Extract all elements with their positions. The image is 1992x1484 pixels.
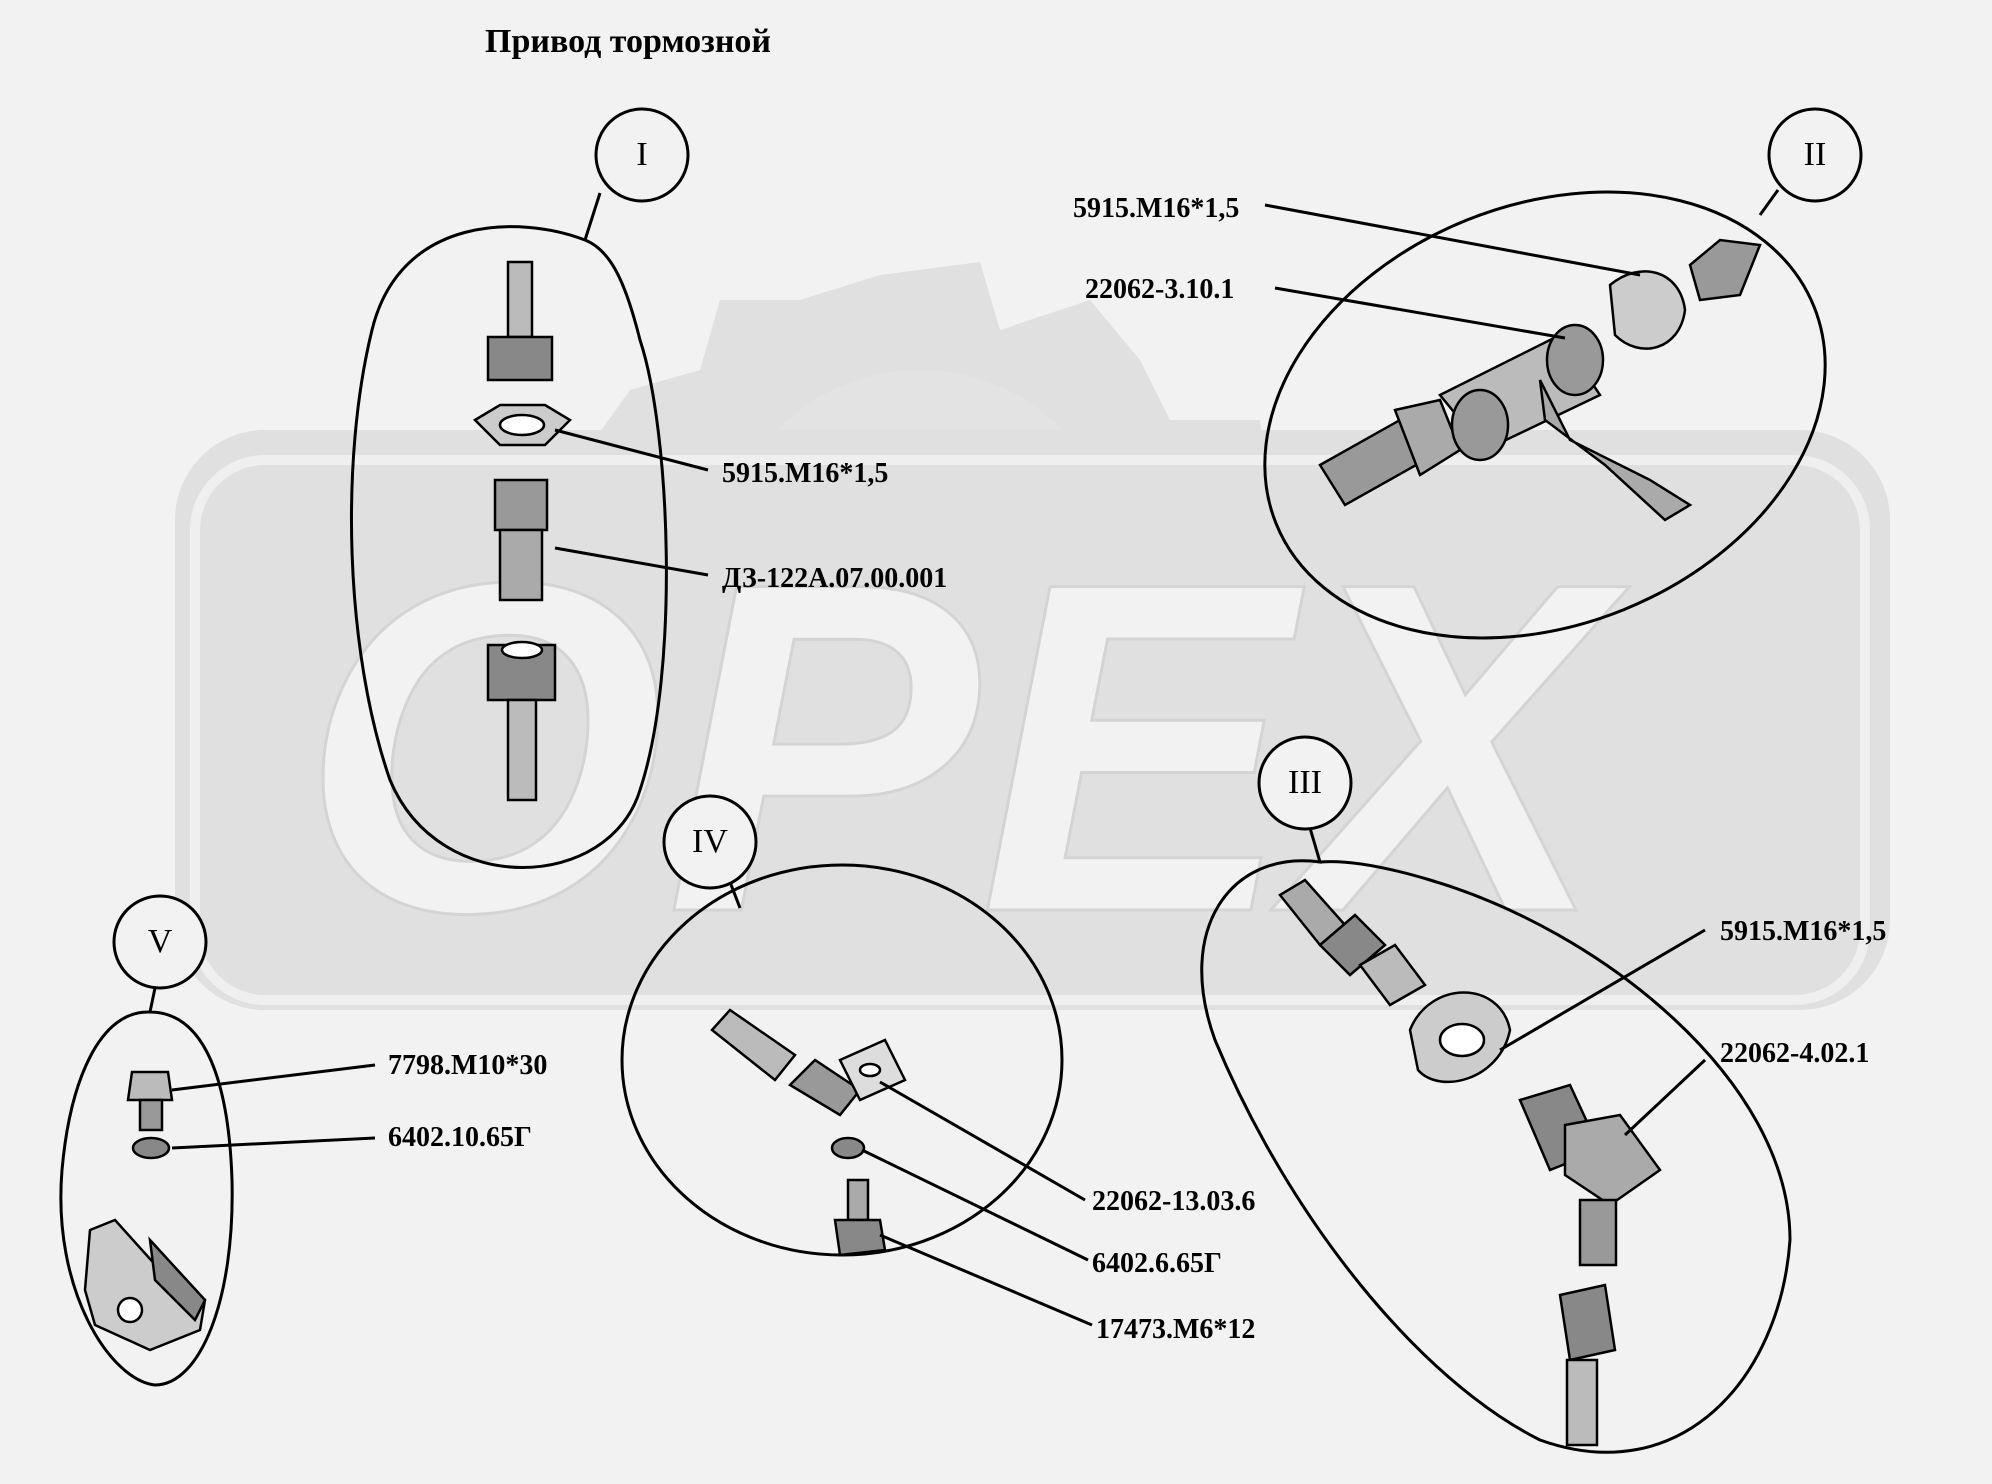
group-ii: II <box>1263 107 1863 640</box>
leader-v-2 <box>171 1136 376 1150</box>
group-ii-numeral: II <box>1804 136 1827 173</box>
group-iv-connector <box>728 881 742 909</box>
leader-i-2 <box>554 546 709 577</box>
group-ii-parts <box>1318 238 1762 522</box>
group-v-badge <box>112 894 208 990</box>
page-title: Привод тормозной <box>485 23 771 60</box>
leader-ii-1 <box>1264 203 1641 277</box>
group-i: I <box>350 107 709 869</box>
label-i-nut: 5915.М16*1,5 <box>722 458 888 489</box>
group-ii-outline <box>1263 190 1827 640</box>
group-iv-parts <box>710 1008 907 1257</box>
group-iii-badge <box>1257 735 1353 831</box>
leader-iii-1 <box>1499 928 1706 1052</box>
group-i-badge <box>594 107 690 203</box>
group-ii-badge <box>1767 107 1863 203</box>
label-iii-elbow: 22062-4.02.1 <box>1720 1038 1869 1069</box>
leader-iii-2 <box>1623 1058 1707 1137</box>
group-iii: III <box>1200 735 1792 1454</box>
group-i-outline <box>350 192 668 869</box>
group-i-parts <box>472 260 573 802</box>
leader-i-1 <box>554 428 709 472</box>
group-iv: IV <box>620 794 1093 1327</box>
group-v-outline <box>59 1010 234 1387</box>
watermark-banner-inner <box>190 455 1870 1005</box>
group-iii-outline <box>1200 827 1792 1454</box>
label-iv-lug: 22062-13.03.6 <box>1092 1186 1255 1217</box>
group-iii-parts <box>1278 878 1662 1447</box>
label-iv-screw: 17473.М6*12 <box>1096 1314 1255 1345</box>
label-ii-tee: 22062-3.10.1 <box>1085 274 1234 305</box>
group-v-numeral: V <box>148 923 173 960</box>
label-iv-washer: 6402.6.65Г <box>1092 1248 1222 1279</box>
leader-ii-2 <box>1274 286 1566 340</box>
leader-iv-2 <box>861 1148 1089 1262</box>
group-ii-connector <box>1758 189 1780 216</box>
group-v-parts <box>83 1070 207 1352</box>
group-iv-badge <box>662 794 758 890</box>
leader-iv-3 <box>879 1233 1093 1327</box>
group-iii-numeral: III <box>1288 764 1322 801</box>
leader-v-1 <box>171 1063 376 1092</box>
watermark-logo: OPEX <box>175 262 1890 1012</box>
group-iv-numeral: IV <box>692 823 728 860</box>
group-v-connector <box>148 987 157 1013</box>
watermark-banner <box>175 430 1890 1010</box>
label-v-bolt: 7798.М10*30 <box>388 1050 547 1081</box>
label-iii-nut: 5915.М16*1,5 <box>1720 916 1886 947</box>
group-i-numeral: I <box>636 136 647 173</box>
label-i-adapter: ДЗ-122А.07.00.001 <box>722 563 947 594</box>
label-v-washer: 6402.10.65Г <box>388 1122 532 1153</box>
group-v: V <box>59 894 376 1387</box>
leader-iv-1 <box>879 1080 1086 1202</box>
label-ii-nut: 5915.М16*1,5 <box>1073 193 1239 224</box>
